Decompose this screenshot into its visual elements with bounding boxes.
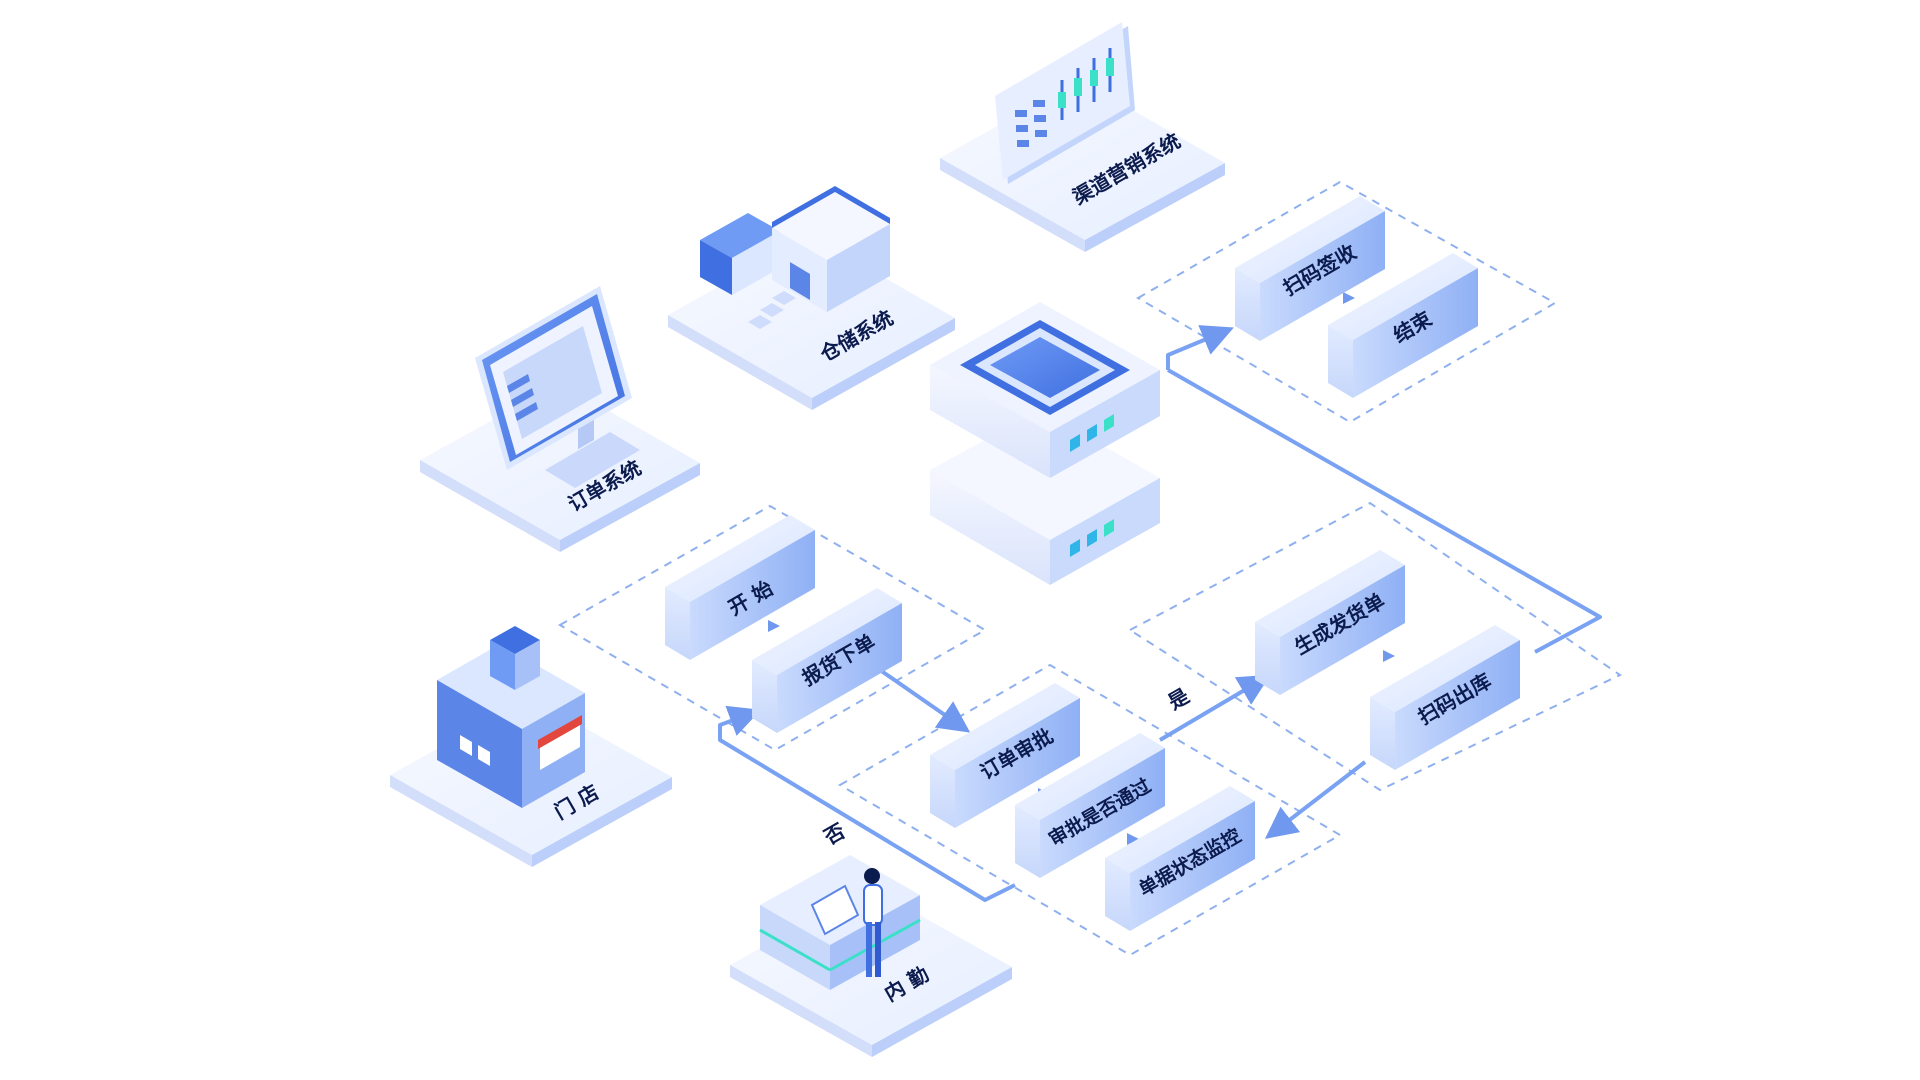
line-no-loop xyxy=(718,705,1016,902)
decision-no-label: 否 xyxy=(819,819,849,850)
region-approval xyxy=(838,663,1342,957)
line-server-to-sign xyxy=(1166,325,1234,370)
box-scan-outbound xyxy=(1370,625,1520,770)
box-report-order xyxy=(752,588,902,733)
box-end xyxy=(1328,253,1478,398)
inner-arrow-sign xyxy=(1343,292,1355,304)
dashboard-icon xyxy=(995,22,1135,184)
server-icon xyxy=(930,302,1160,585)
line-yes-to-shipment xyxy=(1158,674,1271,742)
monitor-icon xyxy=(475,286,640,488)
warehouse-icon xyxy=(700,186,890,329)
box-generate-shipment xyxy=(1255,550,1405,695)
line-report-to-approval xyxy=(878,668,971,733)
box-approval-passed xyxy=(1015,733,1165,878)
region-start xyxy=(557,504,988,752)
inner-arrow-shipment xyxy=(1383,650,1395,662)
region-scan-sign xyxy=(1136,180,1558,424)
step-boxes xyxy=(665,196,1520,931)
box-scan-sign xyxy=(1235,196,1385,341)
box-order-approval xyxy=(930,683,1080,828)
box-doc-monitor xyxy=(1105,786,1255,931)
inner-arrow-start xyxy=(768,620,780,632)
box-start xyxy=(665,515,815,660)
storefront-icon xyxy=(437,626,585,808)
person-icon xyxy=(759,855,921,990)
connectors xyxy=(718,325,1602,902)
decision-yes-label: 是 xyxy=(1163,684,1193,715)
inner-arrow-monitor xyxy=(1127,833,1139,845)
dashed-regions xyxy=(557,180,1622,957)
line-outbound-to-monitor xyxy=(1264,760,1367,839)
region-shipment xyxy=(1128,501,1622,792)
line-server-loop-right xyxy=(1167,368,1602,654)
